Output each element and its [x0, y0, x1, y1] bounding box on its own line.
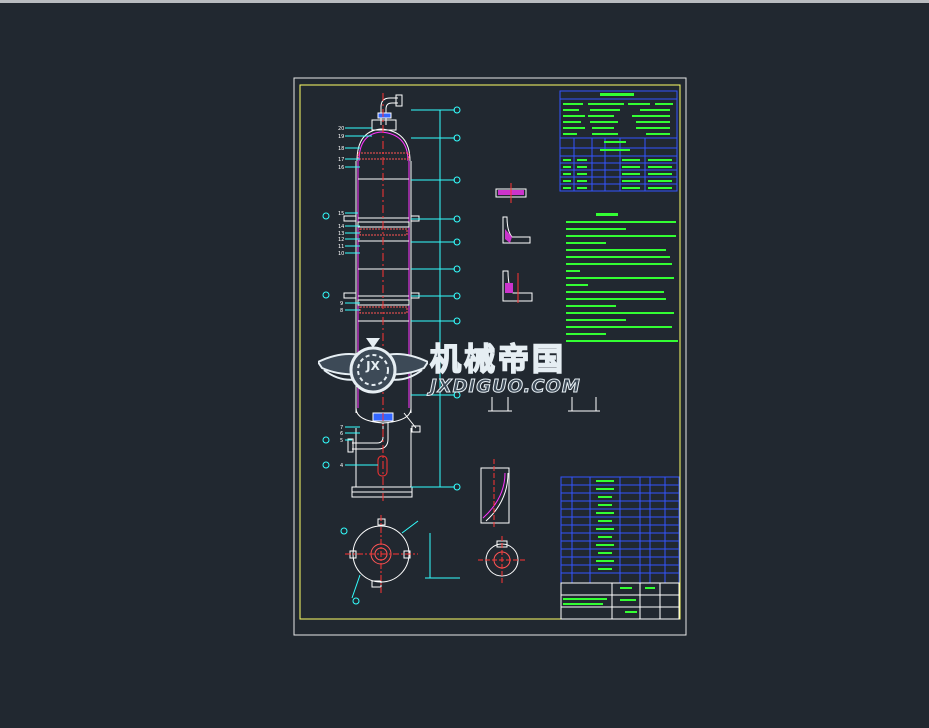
- tower-plan-view: [340, 515, 460, 605]
- svg-text:18: 18: [338, 146, 344, 152]
- elevation-leaders: [411, 106, 461, 491]
- frame-border: [299, 84, 681, 620]
- parts-list-table: [560, 476, 680, 584]
- svg-text:14: 14: [338, 224, 344, 230]
- sheet-border: [293, 77, 687, 636]
- svg-text:4: 4: [340, 463, 343, 469]
- title-block: [560, 582, 680, 620]
- window-top-edge: [0, 0, 929, 3]
- watermark-title: 机械帝国: [429, 341, 566, 379]
- svg-text:11: 11: [338, 244, 344, 250]
- design-data-table: [559, 90, 678, 192]
- watermark-subtitle: JXDIGUO.COM: [430, 376, 581, 398]
- svg-text:5: 5: [340, 438, 343, 444]
- left-callouts: [322, 127, 378, 469]
- svg-text:20: 20: [338, 126, 344, 132]
- svg-text:15: 15: [338, 211, 344, 217]
- svg-text:9: 9: [340, 301, 343, 307]
- technical-notes: [566, 213, 678, 342]
- svg-text:7: 7: [340, 425, 343, 431]
- watermark-logo-icon: [318, 338, 428, 394]
- svg-text:12: 12: [338, 237, 344, 243]
- svg-text:16: 16: [338, 165, 344, 171]
- design-data-text: [563, 93, 673, 189]
- watermark: JX 机械帝国 JXDIGUO.COM: [318, 334, 618, 404]
- svg-text:17: 17: [338, 157, 344, 163]
- svg-text:19: 19: [338, 134, 344, 140]
- parts-list-text: [563, 480, 655, 613]
- tower-elevation: [343, 93, 421, 503]
- svg-text:13: 13: [338, 231, 344, 237]
- svg-text:6: 6: [340, 431, 343, 437]
- svg-text:8: 8: [340, 308, 343, 314]
- detail-views: [478, 183, 600, 583]
- svg-text:10: 10: [338, 251, 344, 257]
- watermark-logo-text: JX: [366, 359, 380, 373]
